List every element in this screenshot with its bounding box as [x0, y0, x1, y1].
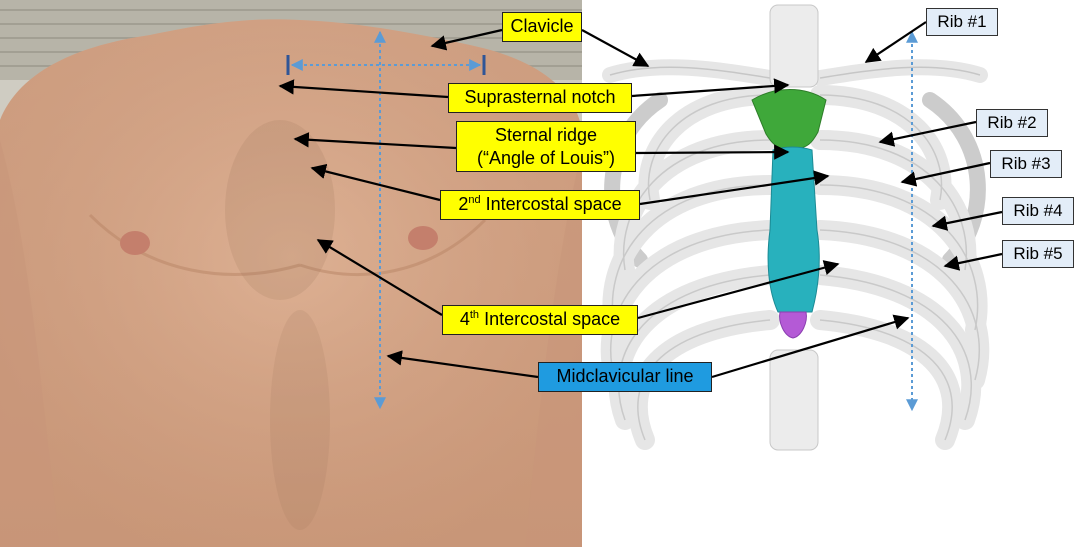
- clavicle-width-bracket: [286, 55, 486, 75]
- arrow-rib4: [931, 210, 1003, 231]
- midclavicular-line-label: Midclavicular line: [538, 362, 712, 392]
- second-intercostal-space-label: 2nd Intercostal space: [440, 190, 640, 220]
- sternal-ridge-label: Sternal ridge (“Angle of Louis”): [456, 121, 636, 172]
- xiphoid-process: [779, 311, 807, 339]
- rib3-label: Rib #3: [990, 150, 1062, 179]
- ics2-number: 2: [458, 194, 469, 214]
- ics4-text: Intercostal space: [479, 309, 621, 329]
- arrow-rib3: [900, 161, 991, 187]
- rib2-label: Rib #2: [976, 109, 1048, 138]
- suprasternal-notch-label: Suprasternal notch: [448, 83, 632, 113]
- ics2-text: Intercostal space: [480, 194, 622, 214]
- arrow-midclavicular-photo: [386, 350, 539, 379]
- arrow-ics2-diagram: [639, 170, 830, 206]
- ics2-ordinal: nd: [468, 194, 481, 206]
- clavicle-label: Clavicle: [502, 12, 582, 42]
- arrow-sternal-ridge-diagram: [635, 144, 790, 160]
- midclavicular-line-marker: [374, 30, 918, 412]
- rib5-label: Rib #5: [1002, 240, 1074, 269]
- sternum-body: [767, 146, 820, 313]
- fourth-intercostal-space-label: 4th Intercostal space: [442, 305, 638, 335]
- leader-arrows: [278, 21, 1003, 379]
- arrow-midclavicular-diagram: [711, 314, 910, 379]
- arrow-suprasternal-diagram: [631, 78, 790, 98]
- arrow-rib1: [864, 21, 927, 63]
- rib1-label: Rib #1: [926, 8, 998, 37]
- arrow-ics4-photo: [316, 239, 443, 316]
- arrow-ics2-photo: [310, 163, 441, 202]
- arrow-ics4-diagram: [637, 260, 840, 320]
- sternal-ridge-line1: Sternal ridge: [494, 125, 598, 145]
- arrow-rib5: [943, 252, 1003, 271]
- rib4-label: Rib #4: [1002, 197, 1074, 226]
- arrow-clavicle-diagram: [581, 29, 650, 67]
- sternal-ridge-line2: (“Angle of Louis”): [476, 147, 616, 168]
- rib-cage-illustration: [600, 4, 990, 451]
- arrow-clavicle-photo: [430, 28, 503, 51]
- ics4-number: 4: [459, 309, 470, 329]
- arrow-rib2: [878, 120, 977, 147]
- arrow-sternal-ridge-photo: [293, 132, 457, 150]
- ics4-ordinal: th: [469, 309, 480, 321]
- arrow-suprasternal-photo: [278, 79, 449, 99]
